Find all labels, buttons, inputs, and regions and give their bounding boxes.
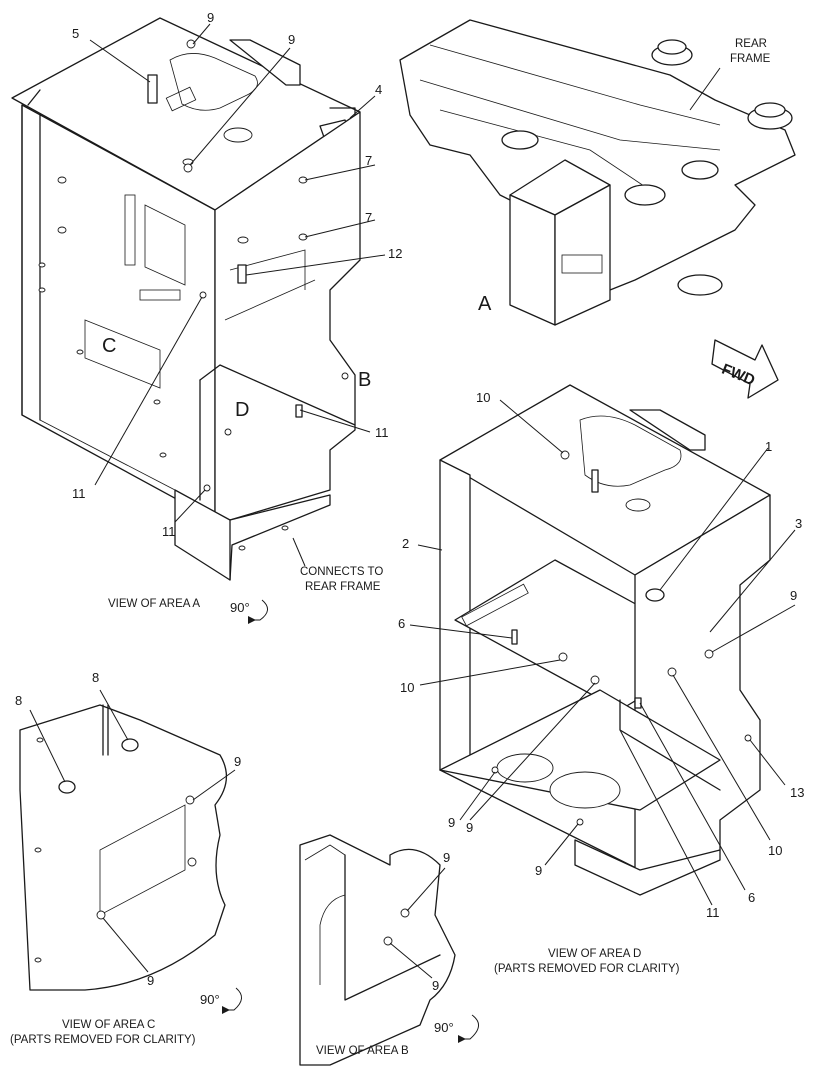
callout-11: 11 (162, 524, 176, 539)
text-labels: REAR FRAME CONNECTS TO REAR FRAME VIEW O… (10, 38, 771, 1057)
rotation-arrow-a (248, 599, 268, 624)
rotation-arrow-b (458, 1014, 479, 1043)
callout-13: 13 (790, 785, 804, 800)
pin-12 (237, 264, 247, 284)
callout-12: 12 (388, 246, 402, 261)
callout-9: 9 (147, 973, 154, 988)
callout-9: 9 (234, 754, 241, 769)
rotation-label-c: 90° (200, 992, 220, 1007)
area-letter-d: D (235, 399, 249, 421)
caption-view-b: VIEW OF AREA B (316, 1045, 409, 1057)
spacer-8-right (121, 738, 139, 752)
callout-10: 10 (476, 390, 490, 405)
area-b-panel (299, 834, 456, 1066)
callout-11: 11 (72, 486, 86, 501)
callout-numbers: 5 9 9 4 7 7 12 11 11 11 10 1 2 3 9 6 10 … (15, 10, 804, 993)
caption-view-a: VIEW OF AREA A (108, 598, 200, 610)
rotation-label-a: 90° (230, 600, 250, 615)
callout-8: 8 (15, 693, 22, 708)
area-d-bracket-detail (439, 384, 771, 896)
connects-label-line2: REAR FRAME (305, 581, 381, 593)
rear-frame-label-line2: FRAME (730, 53, 771, 65)
standoff-5 (147, 74, 158, 104)
callout-9: 9 (466, 820, 473, 835)
caption-view-c: VIEW OF AREA C (62, 1019, 155, 1031)
callout-9: 9 (443, 850, 450, 865)
area-letters: A B C D (102, 293, 492, 421)
callout-9: 9 (448, 815, 455, 830)
spacer-8-left (58, 780, 76, 794)
pin-6 (511, 629, 518, 645)
stud (591, 469, 599, 493)
caption-view-d-note: (PARTS REMOVED FOR CLARITY) (494, 963, 680, 975)
callout-11: 11 (375, 425, 389, 440)
rotation-arrow-c (222, 987, 242, 1014)
area-letter-c: C (102, 335, 116, 357)
area-a-bracket-assembly (11, 17, 361, 581)
callout-6: 6 (748, 890, 755, 905)
callout-1: 1 (765, 439, 772, 454)
callout-9: 9 (535, 863, 542, 878)
stud-6 (634, 697, 642, 709)
caption-view-d: VIEW OF AREA D (548, 948, 641, 960)
rear-frame-label-line1: REAR (735, 38, 767, 50)
callout-5: 5 (72, 26, 79, 41)
callout-9: 9 (432, 978, 439, 993)
leader-lines (29, 23, 796, 979)
caption-view-c-note: (PARTS REMOVED FOR CLARITY) (10, 1034, 196, 1046)
callout-9: 9 (207, 10, 214, 25)
callout-11: 11 (706, 905, 720, 920)
callout-9: 9 (288, 32, 295, 47)
area-letter-a: A (478, 293, 492, 315)
standoff-1 (645, 588, 665, 602)
rotation-label-b: 90° (434, 1020, 454, 1035)
callout-2: 2 (402, 536, 409, 551)
callout-6: 6 (398, 616, 405, 631)
area-c-panel (19, 704, 227, 991)
callout-7: 7 (365, 153, 372, 168)
forward-direction-arrow: FWD (711, 339, 779, 399)
callout-4: 4 (375, 82, 382, 97)
callout-8: 8 (92, 670, 99, 685)
area-letter-b: B (358, 369, 371, 391)
callout-10: 10 (400, 680, 414, 695)
connects-label-line1: CONNECTS TO (300, 566, 383, 578)
callout-9: 9 (790, 588, 797, 603)
callout-10: 10 (768, 843, 782, 858)
callout-7: 7 (365, 210, 372, 225)
rear-frame-overview (399, 19, 796, 326)
callout-3: 3 (795, 516, 802, 531)
stud-11 (295, 404, 303, 418)
